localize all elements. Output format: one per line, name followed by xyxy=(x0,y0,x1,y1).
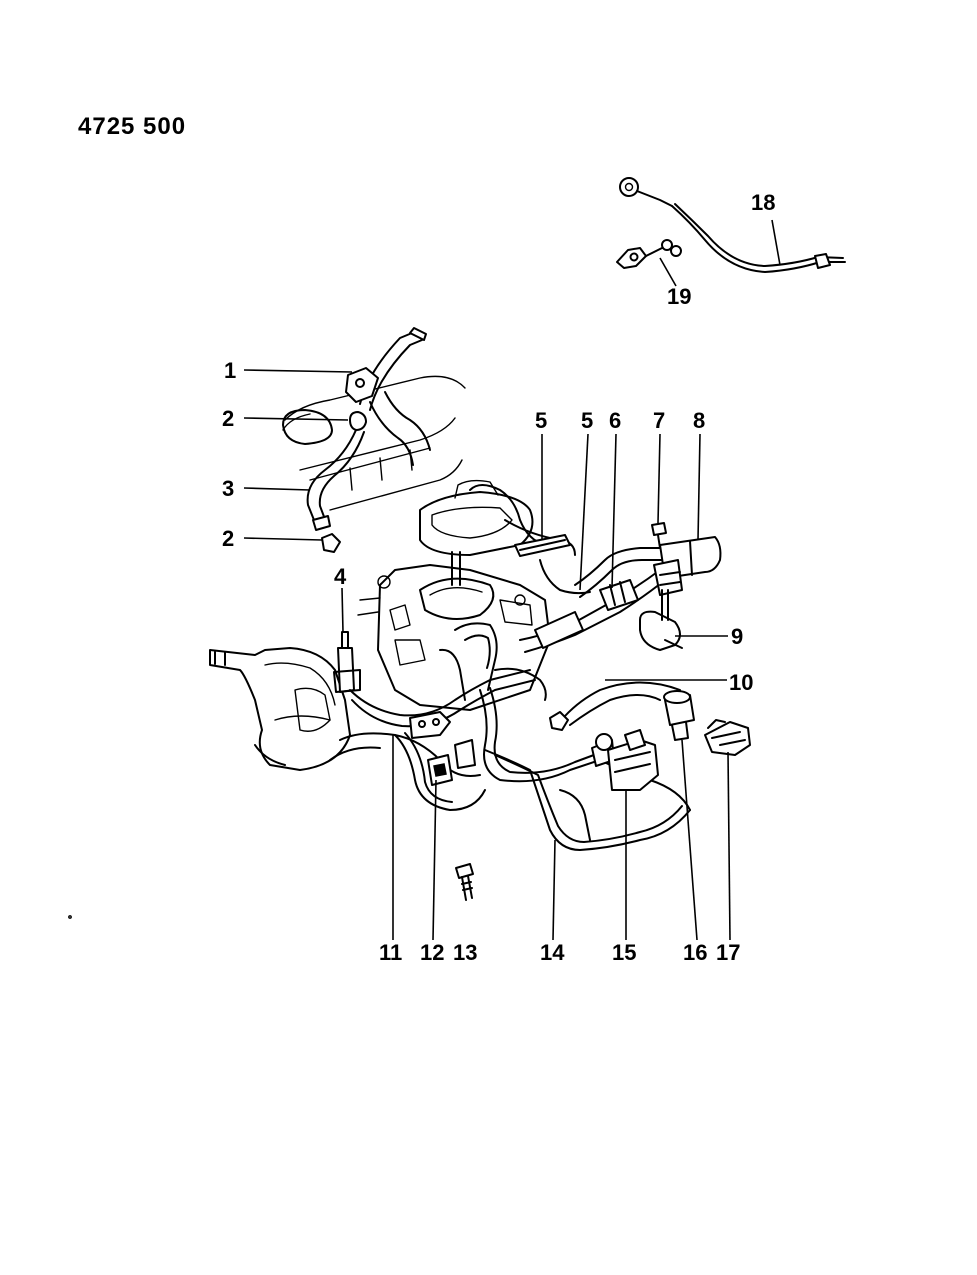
callout-1: 1 xyxy=(224,358,236,383)
callout-10: 10 xyxy=(729,670,753,695)
callout-17: 17 xyxy=(716,940,740,965)
callout-18: 18 xyxy=(751,190,775,215)
callout-11: 11 xyxy=(379,940,402,965)
callout-4: 4 xyxy=(334,564,347,589)
ground-strap-drawing xyxy=(619,177,846,273)
callout-5: 5 xyxy=(581,408,593,433)
callout-8: 8 xyxy=(693,408,705,433)
hose-assembly-drawing xyxy=(282,327,466,553)
callout-16: 16 xyxy=(683,940,707,965)
engine-harness-drawing xyxy=(68,479,751,919)
callout-3: 3 xyxy=(222,476,234,501)
callout-2: 2 xyxy=(222,406,234,431)
callout-12: 12 xyxy=(420,940,444,965)
callout-13: 13 xyxy=(453,940,477,965)
callout-7: 7 xyxy=(653,408,665,433)
callout-5: 5 xyxy=(535,408,547,433)
callout-19: 19 xyxy=(667,284,691,309)
wire-clip-drawing xyxy=(616,239,682,269)
leader-lines xyxy=(243,219,781,941)
diagram-number: 4725 500 xyxy=(78,113,186,140)
callout-2: 2 xyxy=(222,526,234,551)
callout-9: 9 xyxy=(731,624,743,649)
callout-6: 6 xyxy=(609,408,621,433)
callout-14: 14 xyxy=(540,940,565,965)
part-callouts: 1 2 3 2 4 5 5 6 7 8 9 10 11 12 13 14 15 … xyxy=(222,190,775,965)
callout-15: 15 xyxy=(612,940,636,965)
